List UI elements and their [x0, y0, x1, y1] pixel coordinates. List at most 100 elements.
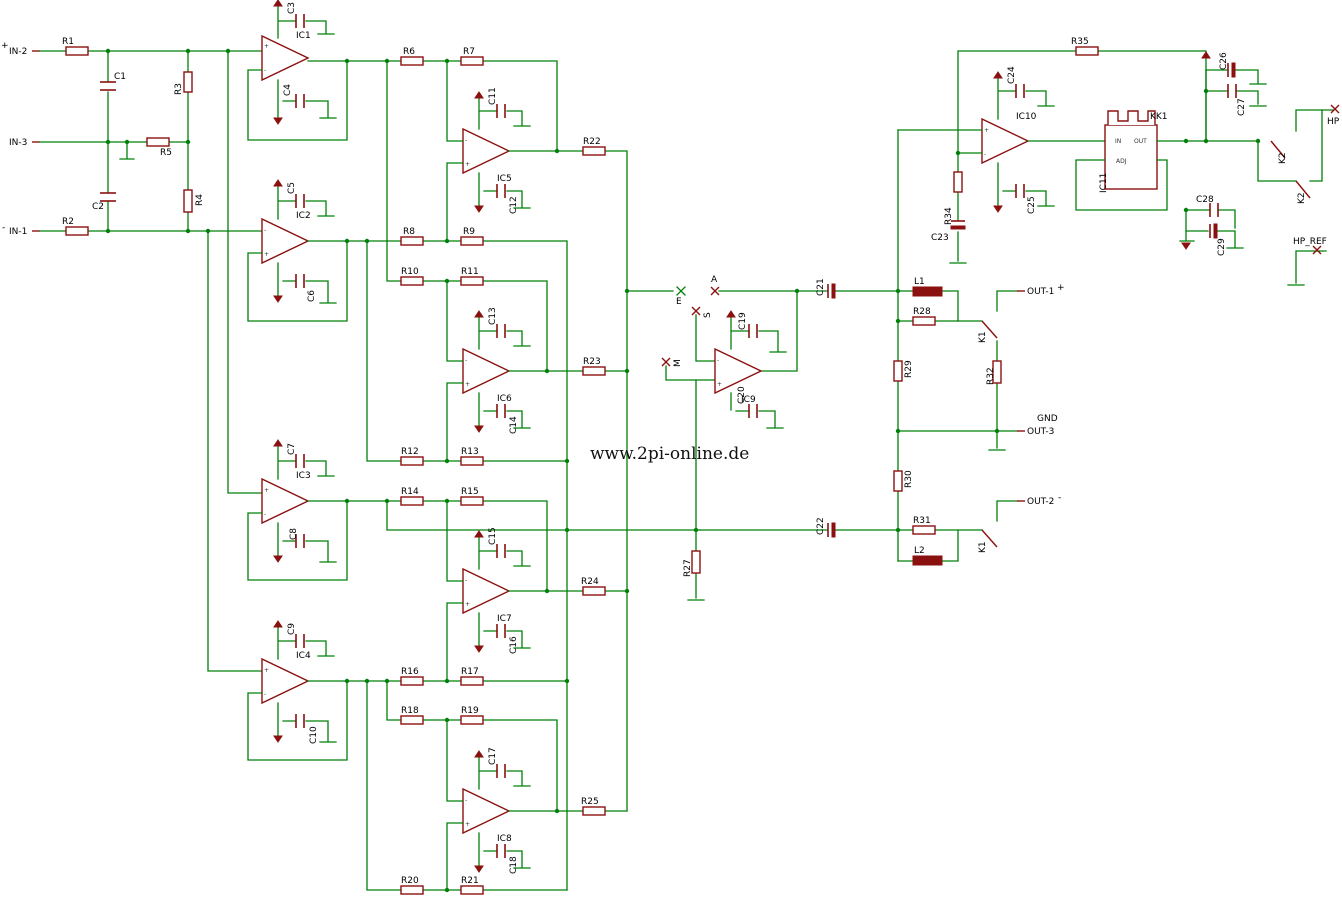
input-section: IN-2 + IN-3 IN-1 - R1 R2 C1 C2 R3 R4 R5 [1, 37, 263, 672]
tp-m-label: M [673, 359, 683, 367]
buffer-stage: +- IC1 C3 C4 -+ IC2 C5 C6 +- IC3 [247, 0, 568, 891]
c3-label: C3 [287, 2, 297, 14]
r23-label: R23 [583, 357, 601, 367]
c26-label: C26 [1219, 52, 1229, 70]
svg-text:-: - [465, 137, 467, 144]
svg-text:+: + [264, 667, 269, 674]
in2-plus-sign: + [1, 41, 9, 51]
c2-label: C2 [92, 202, 104, 212]
svg-text:-: - [264, 511, 266, 518]
ic11-label: IC11 [1099, 173, 1109, 193]
c11-label: C11 [488, 87, 498, 105]
ic9-label: IC9 [741, 395, 756, 405]
c1-label: C1 [114, 72, 126, 82]
svg-text:+: + [264, 43, 269, 50]
ic2-label: IC2 [296, 211, 311, 221]
c15-label: C15 [488, 527, 498, 545]
c27-label: C27 [1237, 98, 1247, 116]
r31-label: R31 [913, 516, 931, 526]
c5-label: C5 [287, 182, 297, 194]
r14-label: R14 [401, 487, 419, 497]
port-in3-label: IN-3 [9, 138, 27, 148]
c29-label: C29 [1217, 238, 1227, 256]
svg-text:-: - [465, 577, 467, 584]
r4-label: R4 [195, 194, 205, 206]
svg-text:-: - [264, 691, 266, 698]
ic11-out-pin: OUT [1134, 138, 1147, 145]
svg-text:+: + [465, 161, 470, 168]
r7-label: R7 [463, 47, 475, 57]
svg-text:+: + [717, 381, 722, 388]
svg-text:-: - [264, 227, 266, 234]
svg-text:-: - [465, 357, 467, 364]
ic7-label: IC7 [497, 614, 512, 624]
c28-label: C28 [1196, 195, 1214, 205]
c14-label: C14 [509, 416, 519, 434]
svg-text:+: + [984, 127, 989, 134]
c25-label: C25 [1027, 196, 1037, 214]
port-in2-label: IN-2 [9, 47, 27, 57]
c12-label: C12 [509, 196, 519, 214]
r20-label: R20 [401, 876, 419, 886]
tp-a-label: A [711, 275, 718, 285]
port-hp-label: HP [1327, 117, 1340, 127]
c10-label: C10 [309, 726, 319, 744]
tp-s-label: S [703, 312, 713, 318]
port-out2-label: OUT-2 [1027, 497, 1054, 507]
r25-label: R25 [581, 797, 599, 807]
ic10-label: IC10 [1016, 112, 1037, 122]
c21-label: C21 [816, 278, 826, 296]
out1-plus-sign: + [1057, 283, 1065, 293]
headphone-section: +- IC10 R34 C23 R35 C24 C25 KK1 IN OUT A… [897, 37, 1340, 286]
ic1-label: IC1 [296, 31, 311, 41]
c17-label: C17 [488, 747, 498, 765]
k1b-label: K1 [978, 541, 988, 553]
c16-label: C16 [509, 636, 519, 654]
r34-label: R34 [944, 207, 954, 225]
r21-label: R21 [461, 876, 479, 886]
c13-label: C13 [488, 307, 498, 325]
r2-label: R2 [62, 217, 74, 227]
r22-label: R22 [583, 137, 601, 147]
r29-label: R29 [904, 360, 914, 378]
ic6-label: IC6 [497, 394, 512, 404]
output-section: R29 R30 L1 R28 R32 K1 OUT-1 + GND OUT-3 … [893, 129, 1065, 566]
r12-label: R12 [401, 447, 419, 457]
ic4-label: IC4 [296, 651, 311, 661]
r35-label: R35 [1071, 37, 1089, 47]
c22-label: C22 [816, 517, 826, 535]
r8-label: R8 [403, 227, 415, 237]
r28-label: R28 [913, 307, 931, 317]
r1-label: R1 [62, 37, 74, 47]
l1-label: L1 [914, 277, 925, 287]
r24-label: R24 [581, 577, 599, 587]
c19-label: C19 [738, 312, 748, 330]
r30-label: R30 [904, 470, 914, 488]
ic11-adj-pin: ADJ [1116, 158, 1127, 165]
r3-label: R3 [174, 83, 184, 95]
r15-label: R15 [461, 487, 479, 497]
r19-label: R19 [461, 706, 479, 716]
svg-text:+: + [465, 381, 470, 388]
port-hp-ref-label: HP_REF [1293, 237, 1327, 247]
c23-label: C23 [931, 233, 949, 243]
r9-label: R9 [463, 227, 475, 237]
svg-text:-: - [264, 67, 266, 74]
svg-text:-: - [465, 797, 467, 804]
c6-label: C6 [307, 290, 317, 302]
k2a-label: K2 [1278, 152, 1288, 164]
c18-label: C18 [509, 856, 519, 874]
mixer-stage: R6 R7 R8 R9 R10 R11 R12 R13 R14 R15 R16 … [364, 47, 701, 895]
port-out3-label: OUT-3 [1027, 427, 1054, 437]
out2-minus-sign: - [1058, 493, 1061, 503]
svg-text:+: + [465, 601, 470, 608]
tp-e-label: E [676, 297, 682, 307]
ic3-label: IC3 [296, 471, 311, 481]
c24-label: C24 [1007, 66, 1017, 84]
r6-label: R6 [403, 47, 415, 57]
c20-label: C20 [737, 386, 747, 404]
svg-text:+: + [465, 821, 470, 828]
in1-minus-sign: - [2, 223, 5, 233]
ic11-in-pin: IN [1115, 138, 1121, 145]
